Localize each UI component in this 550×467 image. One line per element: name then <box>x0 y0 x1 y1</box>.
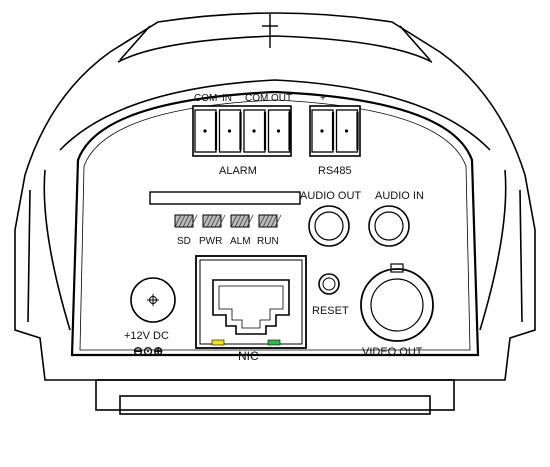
led-label-pwr: PWR <box>199 236 222 247</box>
led-hatch <box>266 214 274 228</box>
led-hatch <box>270 214 278 228</box>
rs485-pin-screw-icon-1 <box>320 129 324 133</box>
led-hatch <box>190 214 198 228</box>
nic-link-led <box>211 339 225 346</box>
alarm-pin-label-4: OUT <box>271 93 292 104</box>
led-hatch <box>242 214 250 228</box>
power-polarity-icon: ⊖⊙⊕ <box>133 344 163 358</box>
alarm-title: ALARM <box>219 165 257 177</box>
power-jack-icon[interactable] <box>130 277 176 323</box>
led-hatch <box>182 214 190 228</box>
rs485-pin-label-1: + <box>320 93 326 104</box>
nic-label: NIC <box>238 349 259 363</box>
alarm-pin-screw-icon-1 <box>203 129 207 133</box>
alarm-pin-label-3: COM <box>245 93 268 104</box>
nic-activity-led <box>267 339 281 346</box>
led-hatch <box>206 214 214 228</box>
alarm-pin-screw-icon-4 <box>276 129 281 133</box>
led-hatch <box>262 214 270 228</box>
led-hatch <box>258 214 266 228</box>
led-hatch <box>186 214 194 228</box>
led-hatch <box>246 214 254 228</box>
video-out-label: VIDEO OUT <box>362 346 423 358</box>
alignment-mark-icon <box>262 14 278 48</box>
alarm-pin-label-1: COM <box>194 93 217 104</box>
led-hatch <box>210 214 218 228</box>
alarm-pin-screw-icon-3 <box>252 129 256 133</box>
led-label-run: RUN <box>257 236 279 247</box>
led-hatch <box>218 214 226 228</box>
led-label-alm: ALM <box>230 236 251 247</box>
led-hatch <box>238 214 246 228</box>
power-label: +12V DC <box>124 330 169 342</box>
rs485-pin-screw-icon-2 <box>344 129 349 133</box>
led-indicators <box>174 214 282 228</box>
led-hatch <box>234 214 242 228</box>
audio-out-jack-icon[interactable] <box>308 205 350 247</box>
led-hatch <box>274 214 282 228</box>
led-hatch <box>178 214 186 228</box>
video-out-bnc-icon[interactable] <box>360 263 434 342</box>
reset-label: RESET <box>312 305 349 317</box>
led-hatch <box>174 214 182 228</box>
led-hatch <box>214 214 222 228</box>
audio-in-jack-icon[interactable] <box>368 205 410 247</box>
alarm-pin-label-2: IN <box>222 93 232 104</box>
rs485-terminal-block[interactable] <box>309 105 361 157</box>
alarm-terminal-block[interactable] <box>192 105 292 157</box>
rs485-pin-label-2: — <box>343 93 353 104</box>
led-label-sd: SD <box>177 236 191 247</box>
audio-out-label: AUDIO OUT <box>300 190 361 202</box>
nic-port[interactable] <box>195 255 307 349</box>
card-slot[interactable] <box>149 191 301 205</box>
rs485-title: RS485 <box>318 165 352 177</box>
reset-button[interactable] <box>318 273 340 295</box>
alarm-pin-screw-icon-2 <box>227 129 232 133</box>
audio-in-label: AUDIO IN <box>375 190 424 202</box>
camera-housing <box>14 12 536 415</box>
led-hatch <box>230 214 238 228</box>
led-hatch <box>202 214 210 228</box>
